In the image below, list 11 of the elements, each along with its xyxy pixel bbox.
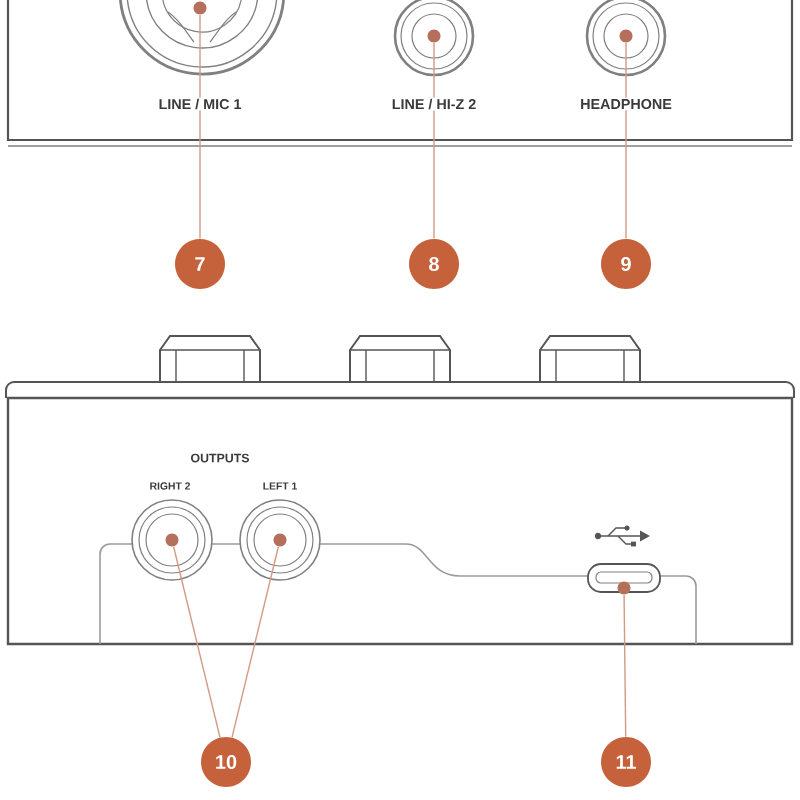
leader-line <box>625 42 627 240</box>
leader-line <box>199 14 201 240</box>
callout-number: 10 <box>201 737 251 787</box>
leader-line <box>433 42 435 240</box>
callout-number: 11 <box>601 737 651 787</box>
callout-number: 8 <box>409 239 459 289</box>
leader-line <box>623 594 627 738</box>
callout-number: 7 <box>175 239 225 289</box>
leader-line <box>172 546 221 739</box>
leader-line <box>231 546 280 739</box>
callout-number: 9 <box>601 239 651 289</box>
